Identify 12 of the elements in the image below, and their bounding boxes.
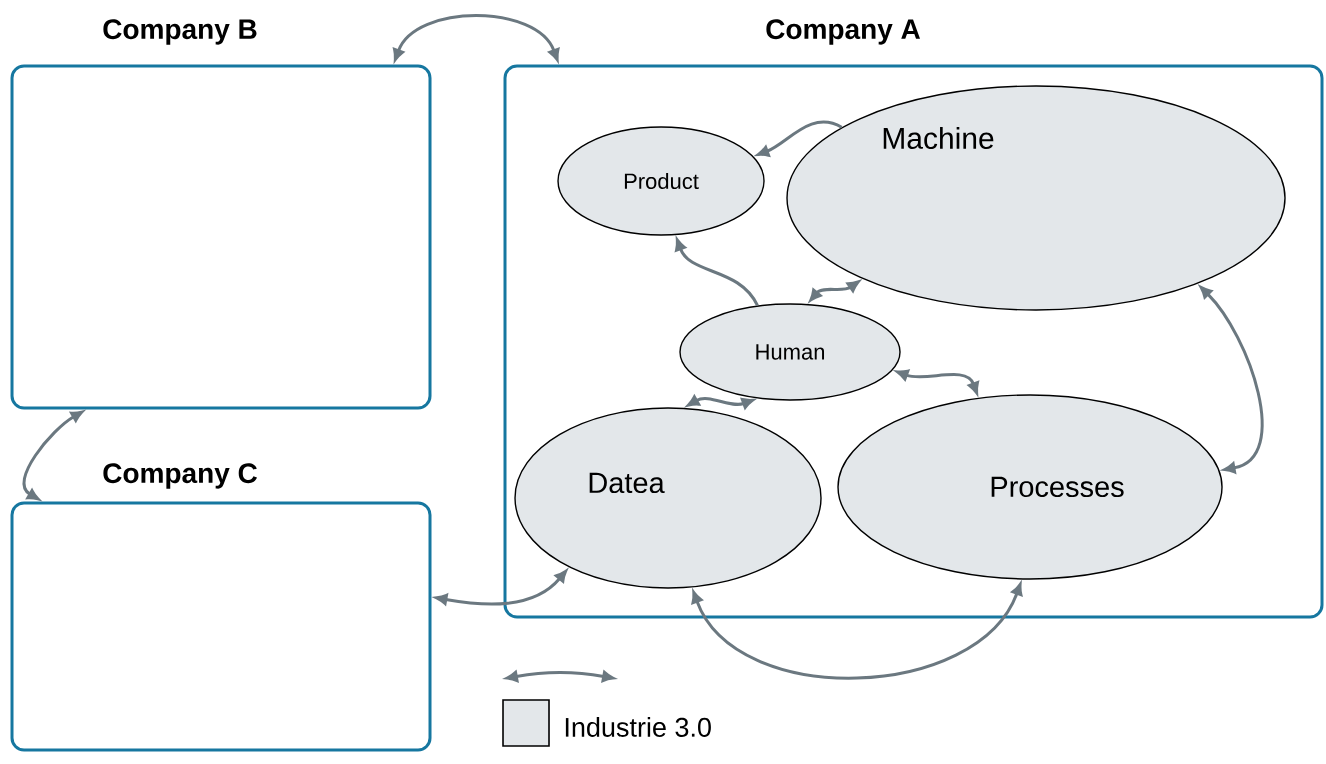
arrow xyxy=(22,410,84,501)
ellipse-node: Product xyxy=(557,126,765,236)
arrow xyxy=(1199,286,1264,474)
arrow xyxy=(809,280,860,302)
legend-text: Industrie 3.0 xyxy=(565,717,711,737)
arrow xyxy=(675,238,759,307)
heading: Company B xyxy=(103,19,257,45)
ellipse-node: Human xyxy=(679,303,901,401)
ellipse-node: Processes xyxy=(837,394,1223,580)
heading: Company A xyxy=(766,19,921,45)
ellipse-node: Datea xyxy=(514,407,822,589)
heading: Company C xyxy=(103,463,257,489)
